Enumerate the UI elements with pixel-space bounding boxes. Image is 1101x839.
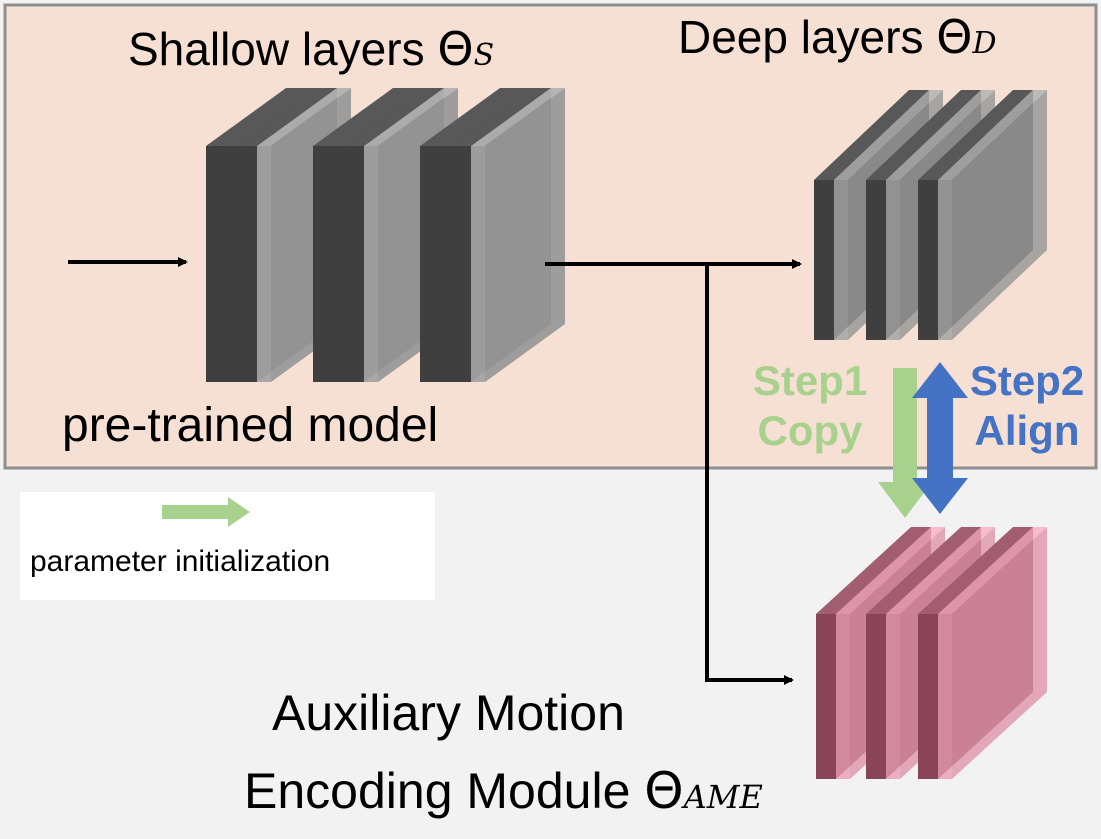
ame-block-2-wide-front bbox=[938, 614, 952, 779]
align-arrow bbox=[912, 362, 968, 514]
ame-block-1-thin-0-top bbox=[866, 527, 981, 614]
shallow-block-2-thin-2-front bbox=[454, 146, 471, 382]
shallow-block-0-wide-top bbox=[257, 88, 351, 146]
ame-block-0-wide-top bbox=[836, 527, 945, 614]
deep-block-1-thin-0-top bbox=[866, 90, 981, 180]
shallow-block-2-wide-front bbox=[471, 146, 485, 382]
deep-block-1-wide-top bbox=[886, 90, 995, 180]
ame-block-1-thin-0-front bbox=[866, 614, 886, 779]
ame-block-1-wide-top bbox=[886, 527, 995, 614]
step1-label: Step1 Copy bbox=[752, 357, 868, 454]
ame-block-2-thin-0-top bbox=[918, 527, 1033, 614]
shallow-block-1-thin-1-top bbox=[330, 88, 427, 146]
shallow-layers-title: Shallow layers ΘS bbox=[128, 22, 495, 76]
legend-label: parameter initialization bbox=[30, 545, 331, 578]
shallow-block-1-thin-1-front bbox=[330, 146, 347, 382]
deep-block-2-thin-0-front bbox=[918, 180, 938, 340]
shallow-block-0-wide-front bbox=[257, 146, 271, 382]
ame-block-2-wide-side bbox=[952, 527, 1047, 779]
shallow-layer-stack bbox=[206, 88, 565, 382]
shallow-block-2-thin-0-front bbox=[420, 146, 437, 382]
shallow-block-2-thin-1-front bbox=[437, 146, 454, 382]
shallow-block-1-wide-top bbox=[364, 88, 458, 146]
shallow-block-0-thin-1-front bbox=[223, 146, 240, 382]
shallow-block-1-thin-0-front bbox=[313, 146, 330, 382]
ame-block-2-wide-top bbox=[938, 527, 1047, 614]
pretrained-model-label: pre-trained model bbox=[62, 399, 439, 452]
ame-block-1-wide-front bbox=[886, 614, 900, 779]
shallow-block-0-thin-2-top bbox=[240, 88, 337, 146]
shallow-block-1-thin-0-top bbox=[313, 88, 410, 146]
deep-block-2-wide-front bbox=[938, 180, 952, 340]
deep-block-1-thin-0-front bbox=[866, 180, 886, 340]
ame-block-0-thin-0-top bbox=[816, 527, 931, 614]
shallow-block-0-thin-1-top bbox=[223, 88, 320, 146]
ame-block-0-thin-0-front bbox=[816, 614, 836, 779]
shallow-block-2-wide-side bbox=[485, 88, 565, 382]
ame-block-2-thin-0-front bbox=[918, 614, 938, 779]
ame-title-line2: Encoding Module ΘAME bbox=[244, 762, 763, 820]
deep-block-0-thin-0-top bbox=[814, 90, 929, 180]
deep-block-0-wide-top bbox=[834, 90, 943, 180]
deep-block-0-wide-front bbox=[834, 180, 848, 340]
deep-layers-title: Deep layers ΘD bbox=[678, 10, 997, 64]
step2-label: Step2 Align bbox=[969, 357, 1085, 454]
shallow-block-0-thin-2-front bbox=[240, 146, 257, 382]
ame-block-0-wide-front bbox=[836, 614, 850, 779]
shallow-block-2-thin-0-top bbox=[420, 88, 517, 146]
ame-title-line1: Auxiliary Motion bbox=[272, 685, 625, 741]
deep-block-2-thin-0-top bbox=[918, 90, 1033, 180]
shallow-block-2-wide-top bbox=[471, 88, 565, 146]
shallow-block-1-thin-2-top bbox=[347, 88, 444, 146]
deep-block-0-thin-0-front bbox=[814, 180, 834, 340]
deep-block-2-wide-side bbox=[952, 90, 1047, 340]
deep-block-2-wide-top bbox=[938, 90, 1047, 180]
ame-layer-stack bbox=[816, 527, 1047, 779]
copy-arrow bbox=[878, 368, 932, 518]
deep-block-1-wide-front bbox=[886, 180, 900, 340]
shallow-block-0-thin-0-front bbox=[206, 146, 223, 382]
branch-to-ame-arrow bbox=[705, 264, 794, 685]
shallow-block-2-thin-1-top bbox=[437, 88, 534, 146]
shallow-block-2-thin-2-top bbox=[454, 88, 551, 146]
shallow-block-0-thin-0-top bbox=[206, 88, 303, 146]
shallow-block-1-wide-front bbox=[364, 146, 378, 382]
deep-layer-stack bbox=[814, 90, 1047, 340]
shallow-block-1-thin-2-front bbox=[347, 146, 364, 382]
